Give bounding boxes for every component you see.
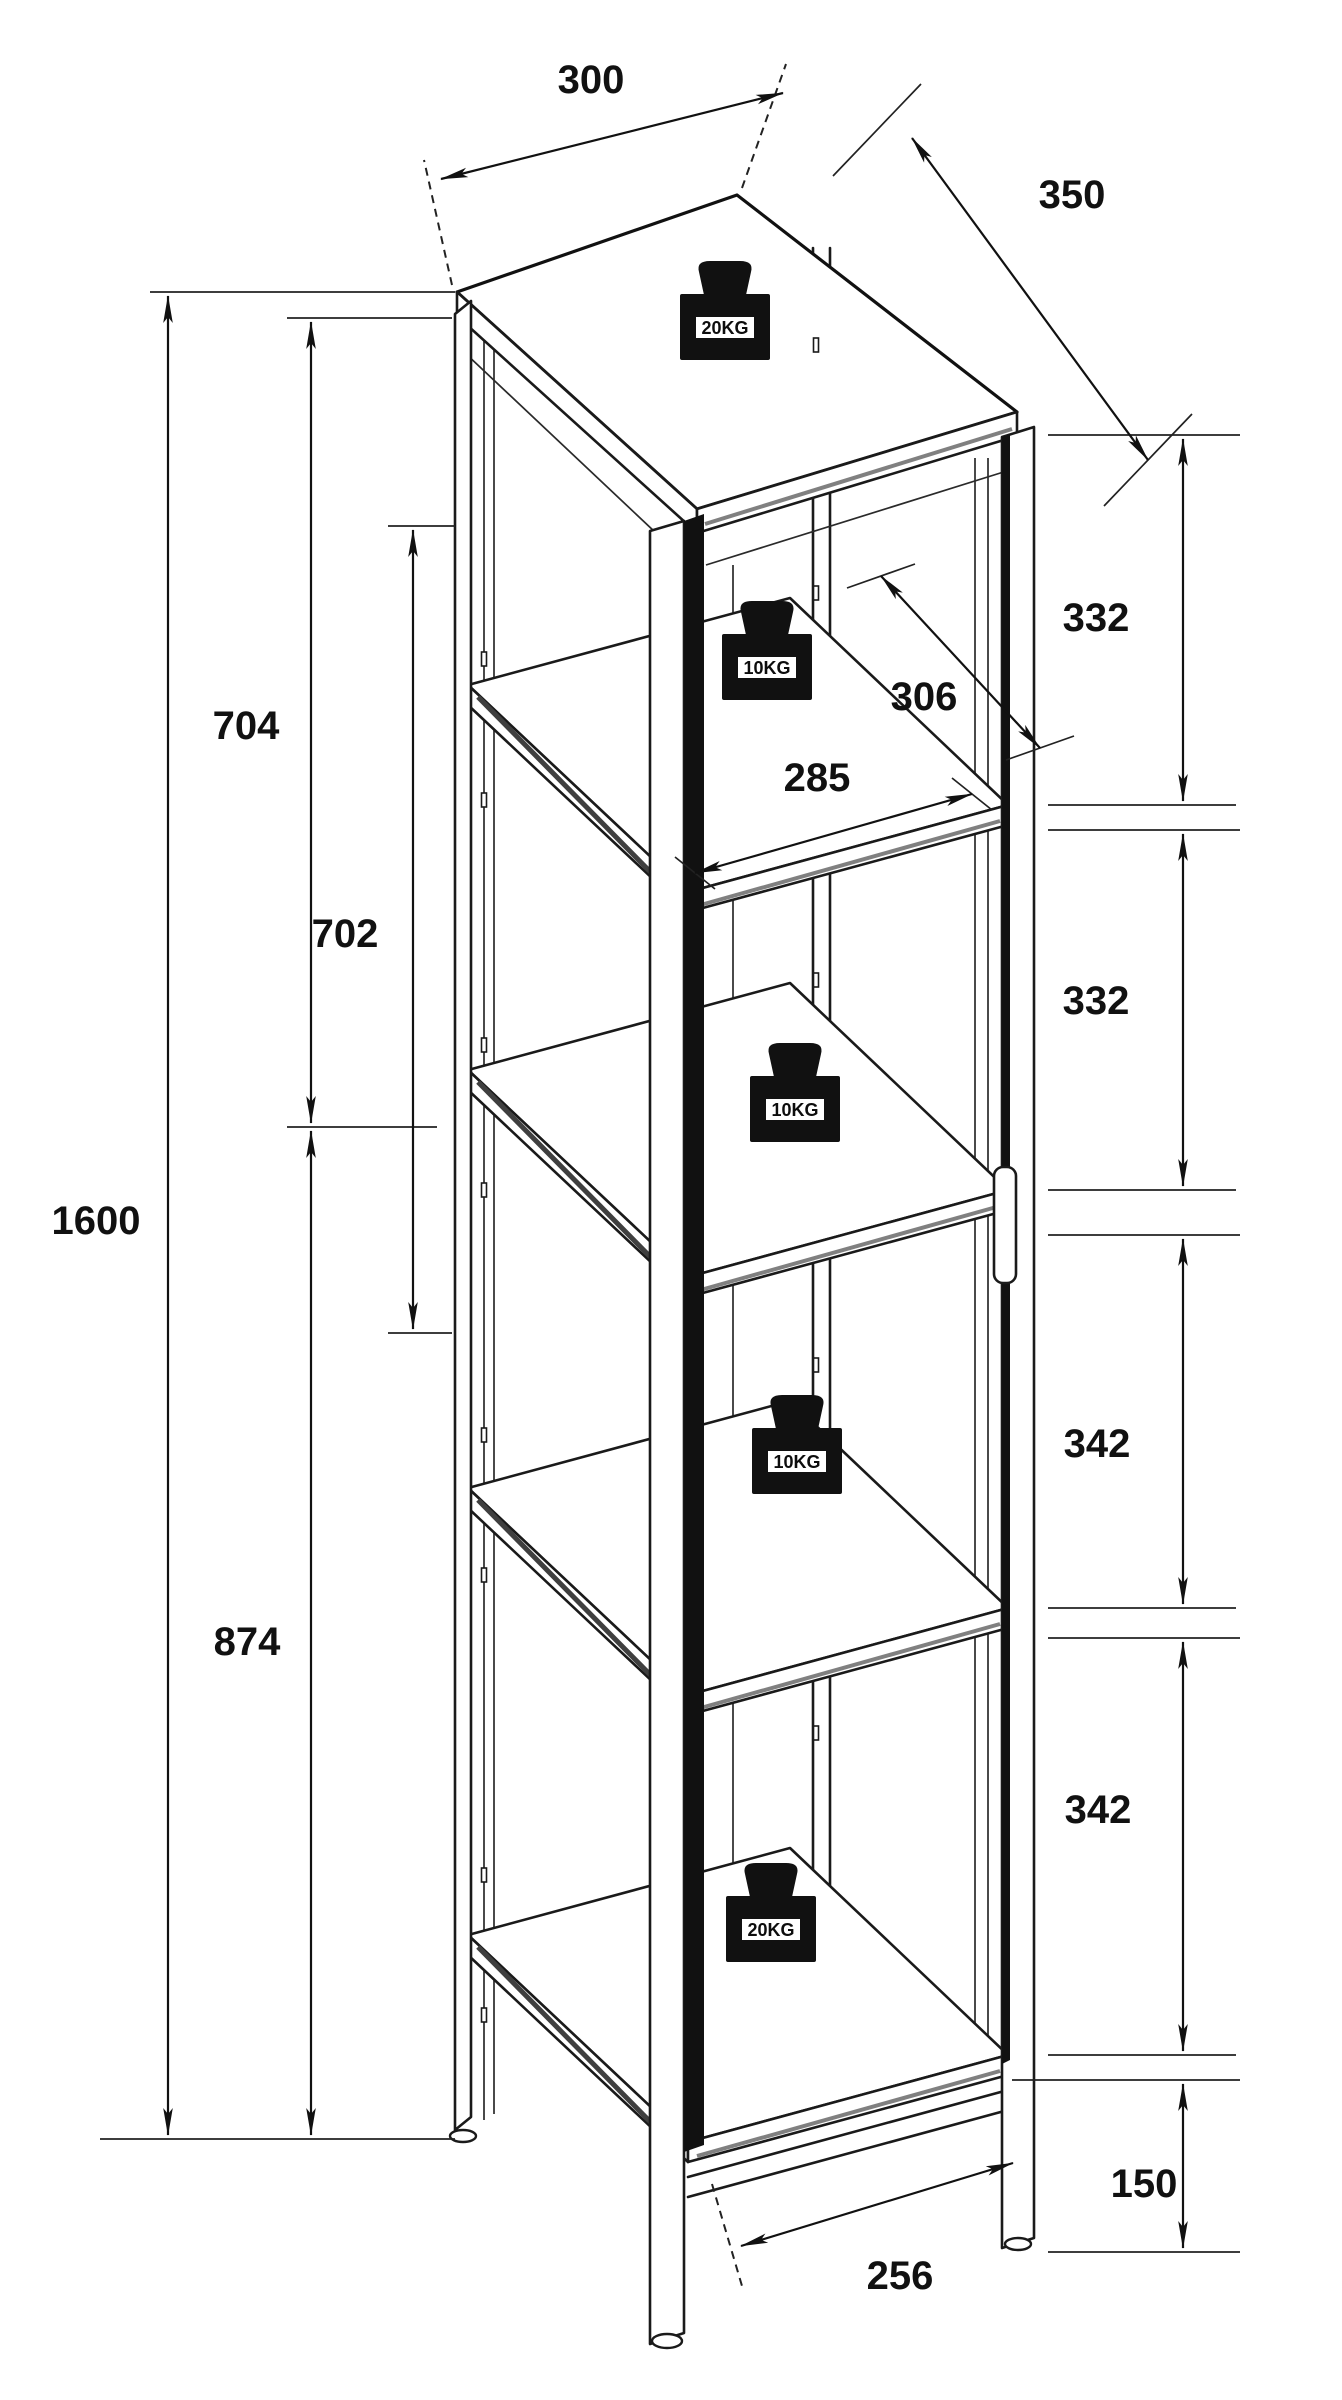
weight-label: 10KG [771,1100,818,1120]
shelf-edge-stripe [476,1080,682,1289]
weight-label-plate [766,1449,828,1474]
weight-icon-top: 20KG [680,261,770,360]
weight-label: 20KG [747,1920,794,1940]
dim-line-top-width [440,91,784,181]
dim-label-shelf-gap-2: 332 [1063,979,1130,1023]
weight-label-plate [764,1097,826,1122]
weight-icon-shelf-1: 10KG [722,601,812,700]
right-post [1000,425,1036,2250]
shelf-2 [466,981,1010,1299]
dim-label-top-depth: 350 [1039,173,1106,217]
slot [480,1867,488,1883]
weight-icon-bottom: 20KG [726,1863,816,1962]
weight-knob [768,1043,822,1077]
weight-icon-shelf-3: 10KG [752,1395,842,1494]
front-post [648,514,704,2346]
weight-knob [770,1395,824,1429]
slot [812,1357,820,1373]
slot [812,972,820,988]
dim-label-inner-depth: 306 [891,675,958,719]
slot [812,1725,820,1741]
dim-label-middle-section: 702 [312,912,379,956]
right-foot [1003,2236,1033,2252]
dim-line-inner-depth [880,575,1041,749]
cabinet-structure [448,193,1036,2350]
dim-label-top-width: 300 [558,58,625,102]
weight-label-plate [736,655,798,680]
dimension-annotations: 300 350 1600 704 702 874 332 332 342 342… [52,58,1240,2298]
dim-label-lower-section: 874 [214,1620,281,1664]
dim-line-base-depth [740,2161,1014,2248]
front-post-body [648,519,686,2346]
weight-label: 10KG [743,658,790,678]
left-post-body [453,299,473,2132]
weight-label-plate [694,315,756,340]
shelf-edge-stripe [696,2069,1001,2158]
shelf-edge-stripe [476,1498,682,1707]
slot [480,1037,488,1053]
slot [480,792,488,808]
weight-knob [698,261,752,295]
dim-line-top-depth [911,137,1149,461]
dim-line-inner-width [694,792,973,875]
shelf-3 [466,1399,1010,1717]
weight-label: 20KG [701,318,748,338]
dim-label-shelf-gap-1: 332 [1063,596,1130,640]
slot [480,1567,488,1583]
shelf-edge-stripe [476,1945,682,2154]
left-extension-lines [100,291,455,2140]
weight-knob [740,601,794,635]
front-foot [650,2332,684,2350]
top-panel [455,193,1019,566]
hinge-slots [480,337,820,2023]
dim-label-upper-section: 704 [213,704,280,748]
weight-icon-shelf-2: 10KG [750,1043,840,1142]
dim-label-base-height: 150 [1111,2162,1178,2206]
shelf-edge-stripe [476,695,682,904]
slot [480,1182,488,1198]
dim-label-shelf-gap-3: 342 [1064,1422,1131,1466]
dim-label-shelf-gap-4: 342 [1065,1788,1132,1832]
dimension-lines [163,91,1188,2249]
load-icons: 20KG 10KG 10KG 10KG 20KG [680,261,842,1962]
dimension-labels: 300 350 1600 704 702 874 332 332 342 342… [52,58,1178,2298]
slot [480,1427,488,1443]
door-latch [992,1165,1018,1285]
left-post [453,299,473,2132]
front-post-shadow-edge [684,514,704,2152]
slot [812,585,820,601]
bottom-shelf [466,1846,1010,2199]
weight-label-plate [740,1917,802,1942]
shelf-edge-stripe [696,1622,1001,1711]
dim-label-total-height: 1600 [52,1199,141,1243]
dim-label-inner-width: 285 [784,756,851,800]
right-extension-lines [1012,434,1240,2253]
slot [480,651,488,667]
left-foot [448,2128,478,2144]
weight-label: 10KG [773,1452,820,1472]
weight-knob [744,1863,798,1897]
slot [812,337,820,353]
dim-label-base-depth: 256 [867,2254,934,2298]
slot [480,2007,488,2023]
shelf-edge-stripe [696,1204,1001,1293]
feet [448,2128,1033,2350]
